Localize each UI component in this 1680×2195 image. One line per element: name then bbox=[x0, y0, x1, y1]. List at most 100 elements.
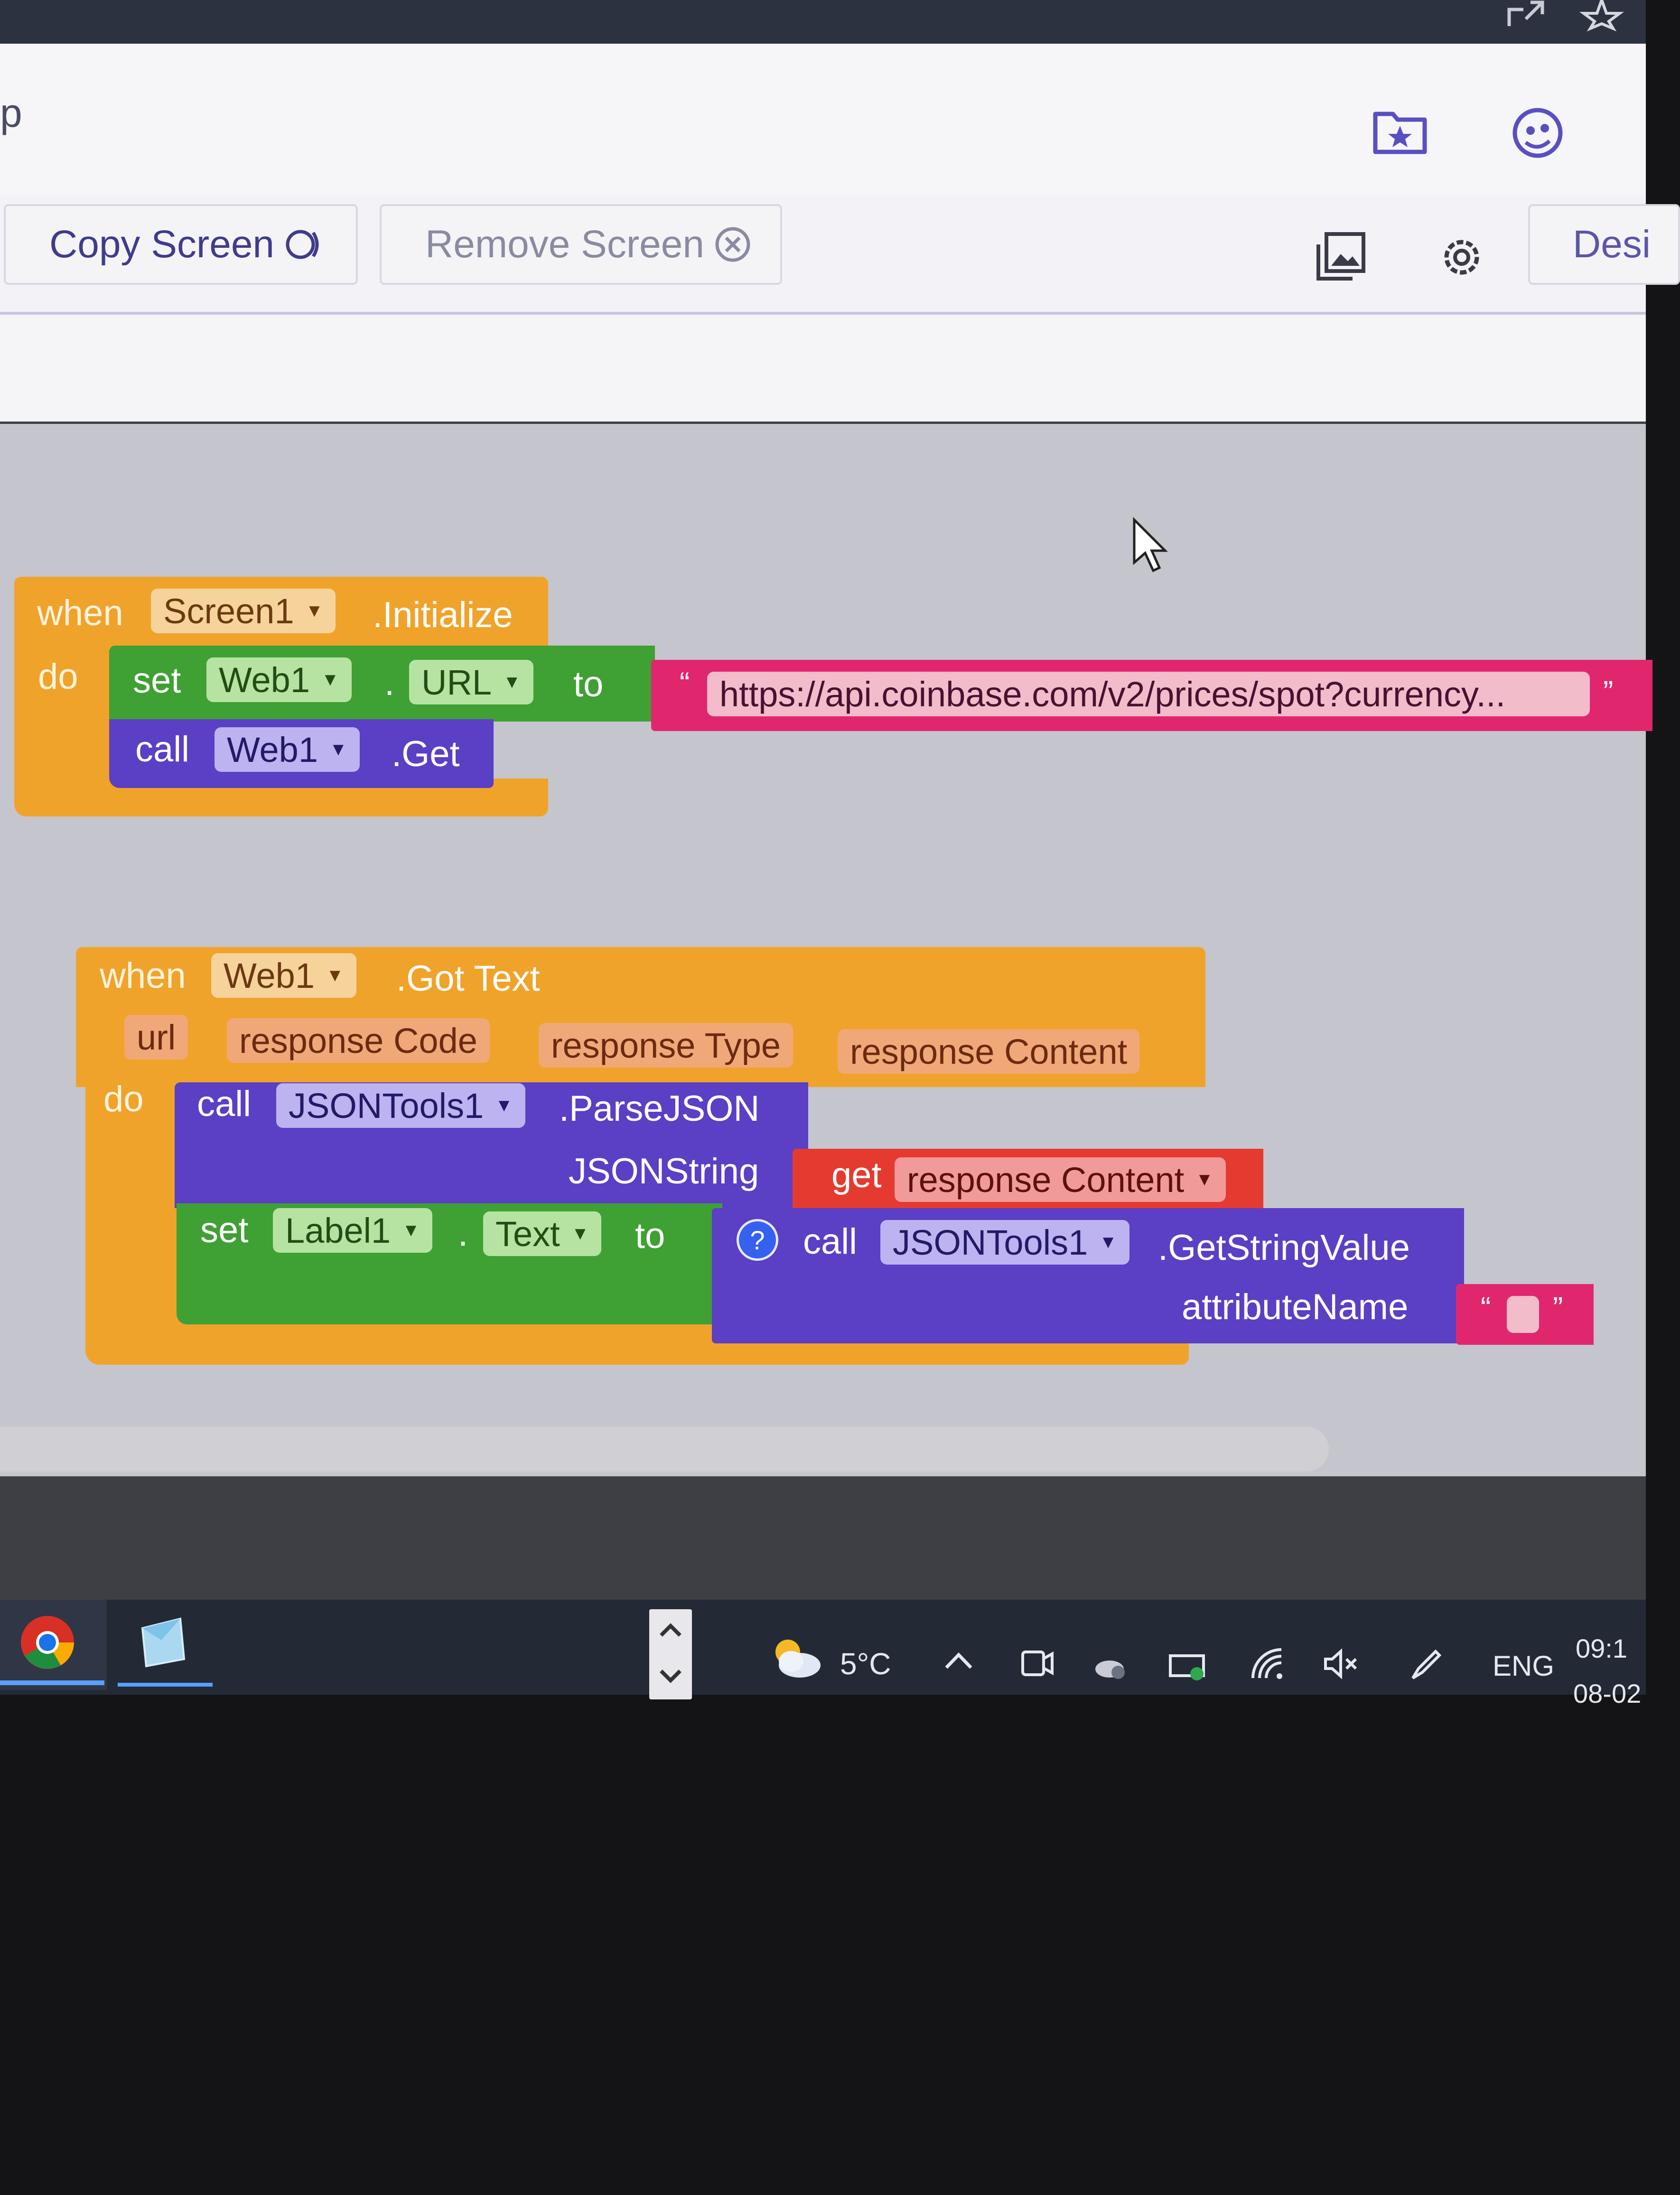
weather-cloud-sun-icon[interactable] bbox=[766, 1633, 823, 1680]
copy-circle-icon bbox=[286, 230, 319, 259]
help-icon[interactable]: ? bbox=[737, 1219, 778, 1261]
onedrive-paused-icon[interactable] bbox=[1092, 1646, 1129, 1684]
set-label1-text-block[interactable] bbox=[177, 1203, 722, 1324]
folder-star-icon[interactable] bbox=[1372, 104, 1428, 157]
dropdown-arrow-icon: ▼ bbox=[1195, 1169, 1213, 1190]
app-inventor-icon[interactable] bbox=[133, 1614, 190, 1671]
param-response-code[interactable]: response Code bbox=[227, 1018, 490, 1063]
url-text-field[interactable]: https://api.coinbase.com/v2/prices/spot?… bbox=[707, 672, 1590, 716]
param-response-content[interactable]: response Content bbox=[838, 1029, 1140, 1074]
dropdown-arrow-icon: ▼ bbox=[305, 600, 324, 621]
dropdown-arrow-icon: ▼ bbox=[321, 669, 339, 690]
get-keyword: get bbox=[831, 1155, 882, 1195]
share-icon[interactable] bbox=[1504, 0, 1547, 28]
dropdown-arrow-icon: ▼ bbox=[495, 1095, 513, 1116]
taskbar bbox=[0, 1600, 1646, 1695]
event-name: .Got Text bbox=[396, 958, 540, 999]
copy-screen-button[interactable]: Copy Screen bbox=[4, 204, 358, 285]
gear-icon[interactable] bbox=[1438, 234, 1485, 281]
account-avatar-icon[interactable] bbox=[1512, 107, 1564, 159]
call-keyword: call bbox=[135, 729, 190, 769]
app-inventor-active-indicator bbox=[118, 1683, 213, 1687]
pen-icon[interactable] bbox=[1407, 1645, 1445, 1683]
battery-charging-icon[interactable] bbox=[1167, 1646, 1210, 1684]
dropdown-arrow-icon: ▼ bbox=[402, 1220, 420, 1240]
dropdown-arrow-icon: ▼ bbox=[571, 1223, 589, 1244]
set-component-label: Label1 bbox=[285, 1210, 391, 1250]
call-method: .Get bbox=[392, 734, 460, 774]
viewer-header bbox=[0, 315, 1646, 424]
arg-label: JSONString bbox=[569, 1151, 759, 1191]
arg-label: attributeName bbox=[1182, 1287, 1409, 1327]
set-component-label: Web1 bbox=[219, 660, 310, 700]
window-bottom-area bbox=[0, 1476, 1646, 1604]
bookmark-star-icon[interactable] bbox=[1579, 0, 1624, 32]
designer-button[interactable]: Desi bbox=[1528, 204, 1680, 285]
get-variable-dropdown[interactable]: response Content ▼ bbox=[895, 1157, 1226, 1202]
remove-screen-label: Remove Screen bbox=[425, 223, 704, 266]
param-url[interactable]: url bbox=[124, 1015, 188, 1060]
designer-label: Desi bbox=[1573, 223, 1651, 266]
input-language[interactable]: ENG bbox=[1493, 1650, 1555, 1682]
chrome-icon[interactable] bbox=[19, 1614, 76, 1671]
call-component-dropdown[interactable]: JSONTools1▼ bbox=[880, 1220, 1129, 1265]
set-keyword: set bbox=[133, 660, 181, 701]
component-dropdown[interactable]: Web1▼ bbox=[211, 953, 356, 998]
when-keyword: when bbox=[100, 956, 186, 996]
set-web1-url-block[interactable] bbox=[109, 646, 655, 722]
set-property-label: Text bbox=[495, 1214, 560, 1254]
event-name: .Initialize bbox=[373, 595, 513, 635]
call-method: .ParseJSON bbox=[559, 1088, 760, 1129]
open-quote: “ bbox=[1481, 1291, 1491, 1325]
close-circle-icon bbox=[715, 227, 750, 262]
property-dropdown[interactable]: URL▼ bbox=[409, 660, 533, 704]
gallery-icon[interactable] bbox=[1315, 230, 1367, 282]
chevron-down-icon[interactable] bbox=[649, 1654, 692, 1697]
to-keyword: to bbox=[573, 664, 604, 704]
open-quote: “ bbox=[680, 666, 690, 700]
clock-time[interactable]: 09:1 bbox=[1576, 1633, 1627, 1663]
call-keyword: call bbox=[197, 1084, 252, 1124]
weather-temperature[interactable]: 5°C bbox=[840, 1647, 891, 1681]
app-header bbox=[0, 44, 1646, 197]
call-component-dropdown[interactable]: Web1 ▼ bbox=[215, 727, 360, 772]
taskbar-scroll-control[interactable] bbox=[649, 1609, 692, 1699]
close-quote: ” bbox=[1553, 1291, 1563, 1325]
clock-date[interactable]: 08-02 bbox=[1573, 1679, 1642, 1708]
horizontal-scrollbar[interactable] bbox=[0, 1426, 1329, 1472]
empty-text-field[interactable] bbox=[1507, 1296, 1539, 1333]
do-keyword: do bbox=[38, 657, 78, 697]
call-component-label: JSONTools1 bbox=[893, 1222, 1088, 1262]
property-label: URL bbox=[421, 662, 492, 702]
component-label: Screen1 bbox=[163, 591, 294, 631]
do-keyword: do bbox=[103, 1079, 144, 1119]
remove-screen-button[interactable]: Remove Screen bbox=[380, 204, 782, 285]
meet-now-icon[interactable] bbox=[1018, 1643, 1056, 1681]
set-keyword: set bbox=[200, 1210, 249, 1250]
browser-top-strip bbox=[0, 0, 1646, 44]
help-mark: ? bbox=[750, 1225, 765, 1255]
speaker-muted-icon[interactable] bbox=[1322, 1645, 1360, 1683]
dropdown-arrow-icon: ▼ bbox=[329, 739, 347, 760]
set-component-dropdown[interactable]: Web1 ▼ bbox=[206, 657, 352, 702]
dot-separator: . bbox=[384, 663, 395, 703]
get-variable-label: response Content bbox=[907, 1160, 1185, 1200]
close-quote: ” bbox=[1603, 675, 1614, 709]
call-method: .GetStringValue bbox=[1158, 1228, 1410, 1268]
dropdown-arrow-icon: ▼ bbox=[326, 965, 344, 985]
component-dropdown[interactable]: Screen1 ▼ bbox=[151, 589, 336, 633]
event-left-rail bbox=[85, 1082, 185, 1343]
dot-separator: . bbox=[458, 1213, 468, 1254]
wifi-icon[interactable] bbox=[1248, 1645, 1286, 1683]
chevron-up-icon[interactable] bbox=[940, 1642, 978, 1679]
call-component-dropdown[interactable]: JSONTools1▼ bbox=[276, 1083, 525, 1128]
app-title: p bbox=[0, 91, 22, 135]
param-response-type[interactable]: response Type bbox=[539, 1023, 793, 1068]
chevron-up-icon[interactable] bbox=[649, 1609, 692, 1652]
set-component-dropdown[interactable]: Label1 ▼ bbox=[273, 1208, 432, 1253]
call-component-label: Web1 bbox=[227, 730, 318, 769]
set-property-dropdown[interactable]: Text ▼ bbox=[483, 1211, 602, 1256]
to-keyword: to bbox=[635, 1216, 665, 1256]
screen: p Copy Screen Remove Screen Desi bbox=[0, 0, 1680, 1708]
when-keyword: when bbox=[37, 593, 123, 633]
